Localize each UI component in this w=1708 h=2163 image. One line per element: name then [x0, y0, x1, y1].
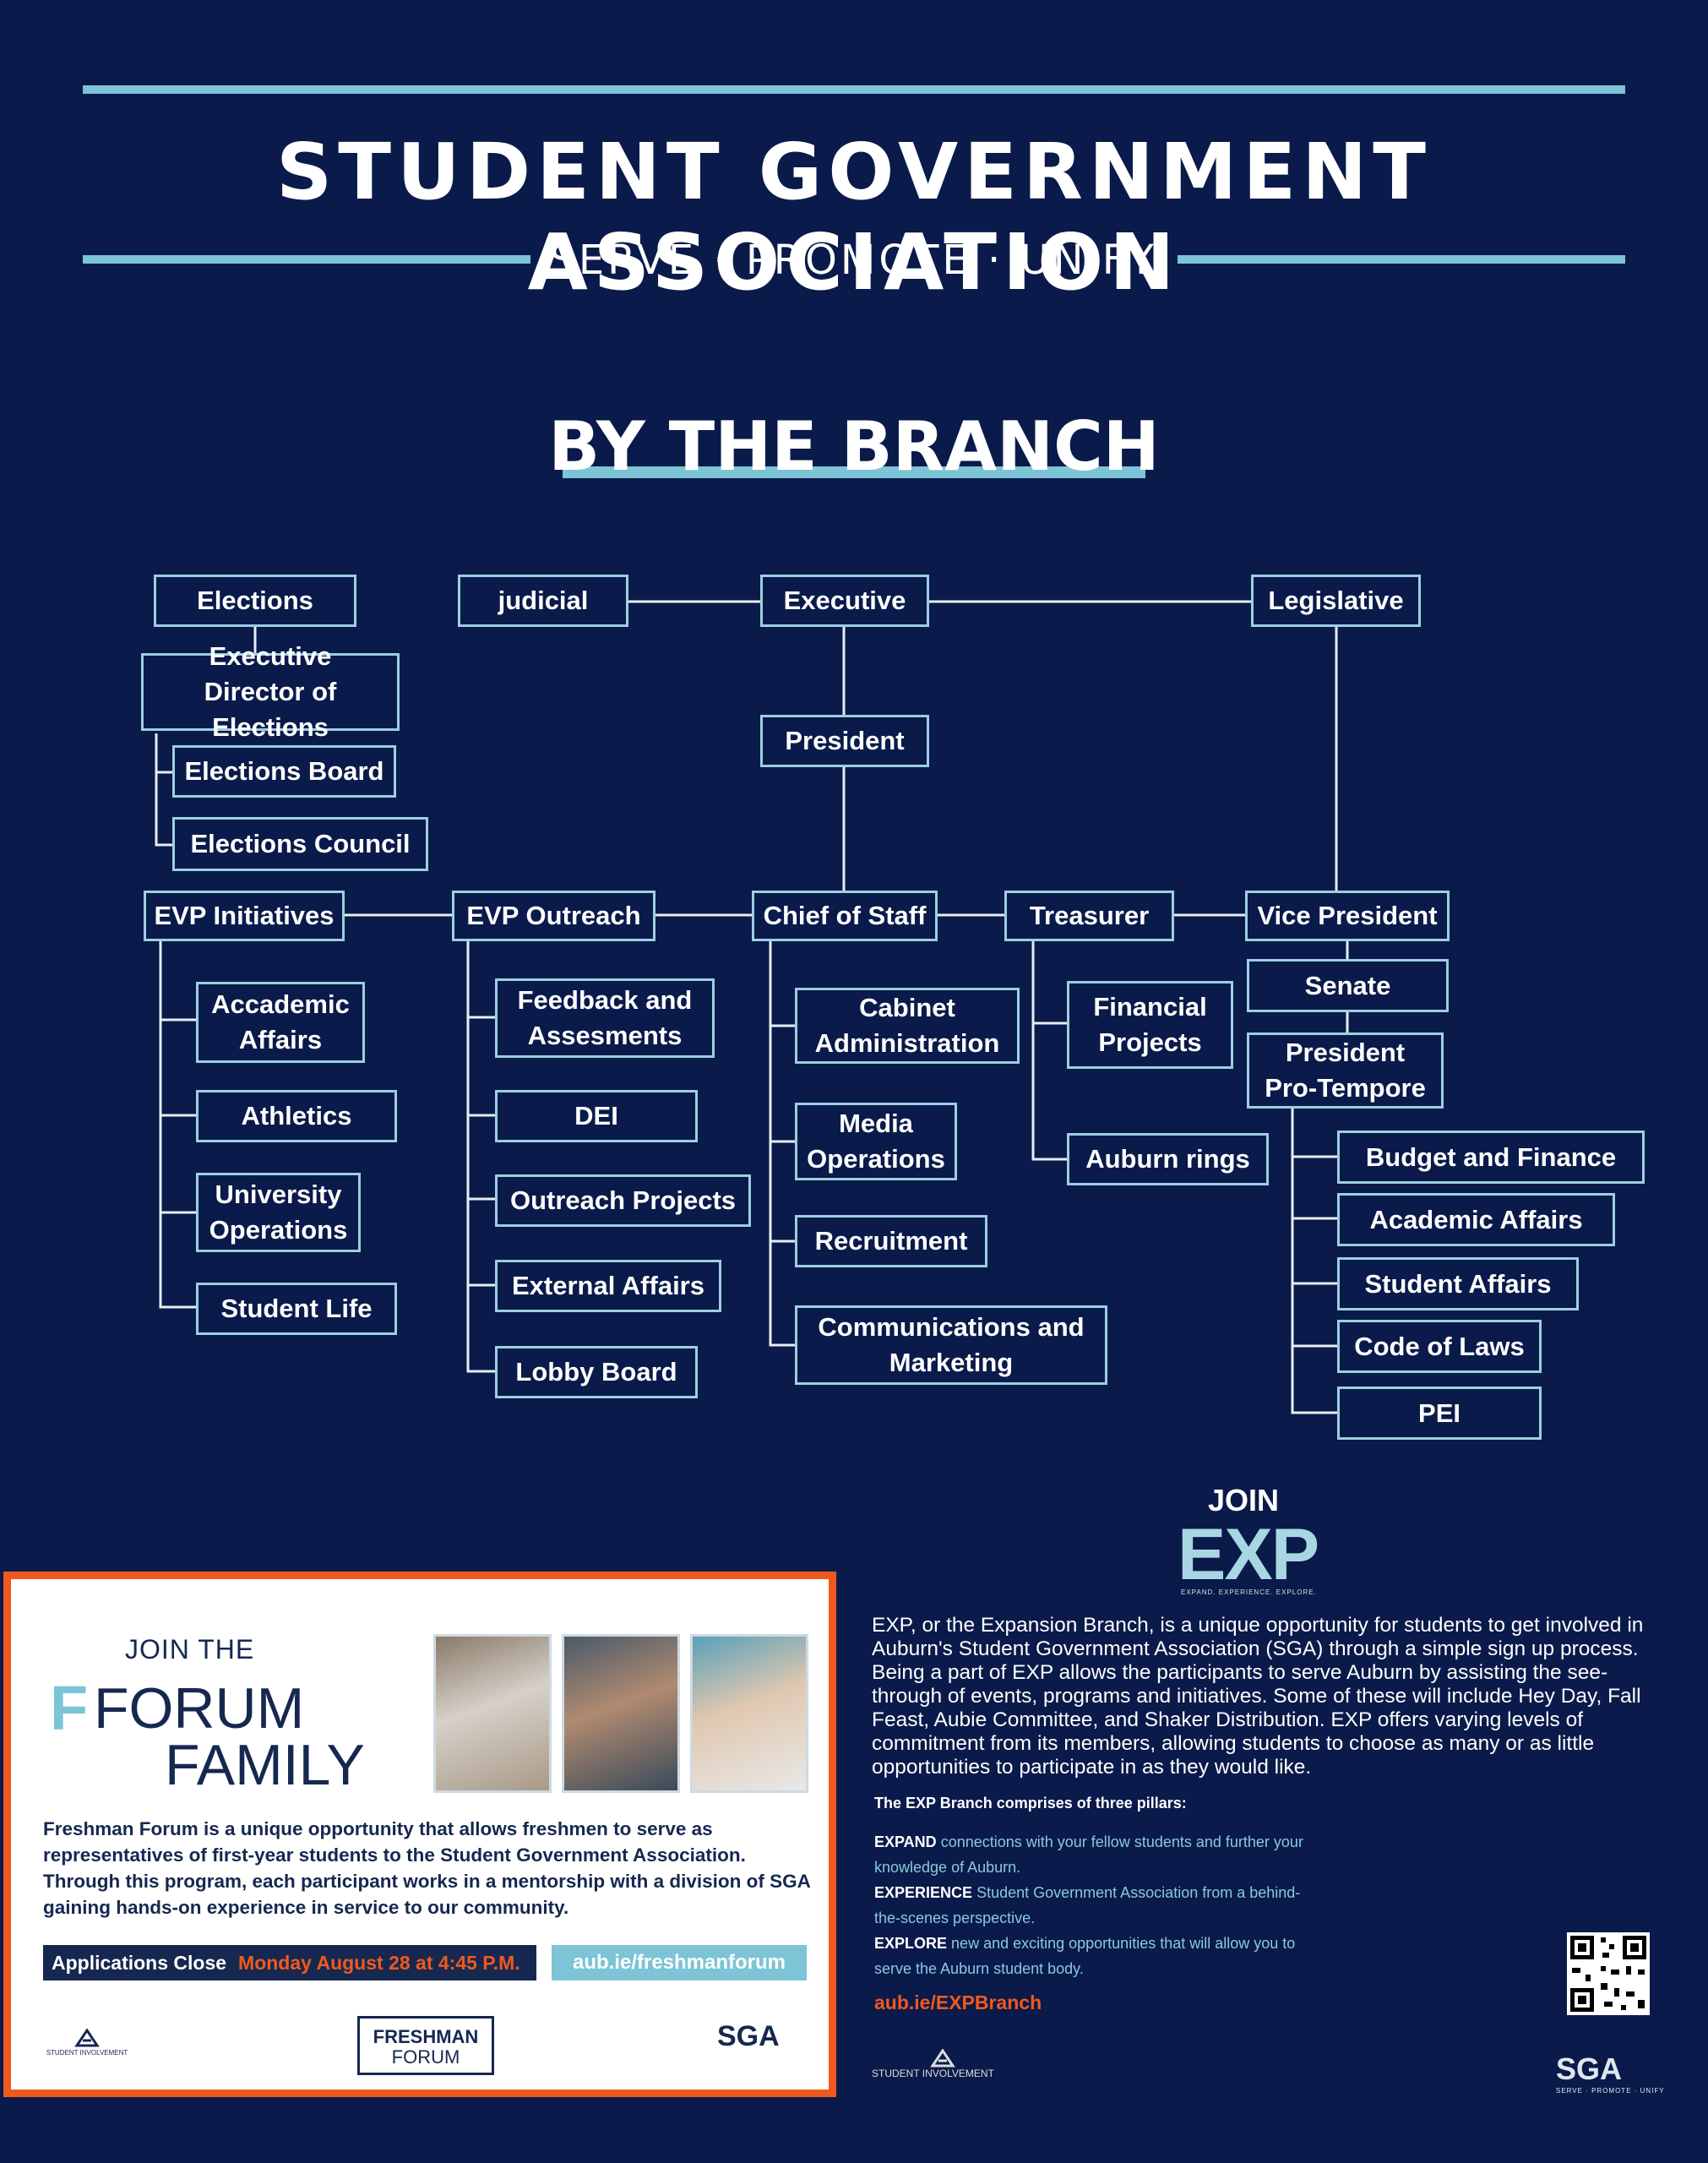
- student-involvement-label: STUDENT INVOLVEMENT: [46, 2049, 128, 2057]
- tagline-rule-left: [83, 255, 530, 264]
- org-chart-connectors: [155, 600, 1349, 1414]
- node-senate: Senate: [1247, 959, 1449, 1012]
- applications-date: Monday August 28 at 4:45 P.M.: [238, 1951, 520, 1974]
- sga-logo: SGA: [1556, 2051, 1623, 2086]
- forum-description: Freshman Forum is a unique opportunity t…: [43, 1818, 811, 1918]
- node-recruitment: Recruitment: [795, 1215, 987, 1267]
- forum-join-the: JOIN THE: [125, 1634, 255, 1664]
- forum-photo-2: [562, 1634, 680, 1793]
- student-involvement-label: STUDENT INVOLVEMENT: [872, 2068, 994, 2079]
- exp-logo-subtitle: EXPAND. EXPERIENCE. EXPLORE.: [1181, 1588, 1317, 1596]
- applications-close-banner: Applications Close Monday August 28 at 4…: [43, 1945, 536, 1980]
- heading-underline: [563, 466, 1145, 478]
- fm-logo-line2: FORUM: [391, 2046, 460, 2068]
- node-media-operations: Media Operations: [795, 1103, 957, 1180]
- top-rule: [83, 85, 1625, 94]
- forum-family-word: FAMILY: [165, 1733, 365, 1797]
- node-pei: PEI: [1337, 1387, 1542, 1440]
- exp-url-link[interactable]: aub.ie/EXPBranch: [874, 1991, 1042, 2013]
- node-elections: Elections: [154, 575, 356, 627]
- applications-label: Applications Close: [52, 1951, 227, 1974]
- node-lobby-board: Lobby Board: [495, 1346, 698, 1398]
- node-athletics: Athletics: [196, 1090, 397, 1142]
- node-financial-projects: Financial Projects: [1067, 981, 1233, 1069]
- node-legislative: Legislative: [1251, 575, 1421, 627]
- forum-url-link[interactable]: aub.ie/freshmanforum: [552, 1945, 807, 1980]
- sga-logo-subtitle: SERVE · PROMOTE · UNIFY: [1556, 2087, 1665, 2095]
- forum-word: FORUM: [94, 1676, 305, 1741]
- node-dei: DEI: [495, 1090, 698, 1142]
- pillar-text: new and exciting opportunities that will…: [874, 1935, 1296, 1977]
- node-code-of-laws: Code of Laws: [1337, 1320, 1542, 1373]
- tagline: SERVE · PROMOTE · UNIFY: [549, 237, 1157, 284]
- auburn-logo-icon: [930, 2049, 955, 2068]
- node-elections-board: Elections Board: [172, 745, 396, 798]
- node-external-affairs: External Affairs: [495, 1260, 721, 1312]
- qr-code-icon[interactable]: [1567, 1932, 1650, 2015]
- pillar-key: EXPLORE: [874, 1935, 948, 1952]
- node-university-operations: University Operations: [196, 1173, 361, 1252]
- pillar-key: EXPAND: [874, 1833, 937, 1850]
- node-evp-outreach: EVP Outreach: [452, 891, 655, 941]
- exp-pillar-explore: EXPLORE new and exciting opportunities t…: [874, 1931, 1314, 1981]
- freshman-forum-logo: FRESHMAN FORUM: [357, 2016, 494, 2075]
- student-involvement-logo: STUDENT INVOLVEMENT: [872, 2049, 1007, 2079]
- node-budget-and-finance: Budget and Finance: [1337, 1131, 1645, 1184]
- student-involvement-logo: STUDENT INVOLVEMENT: [45, 2028, 129, 2057]
- node-cabinet-administration: Cabinet Administration: [795, 988, 1020, 1064]
- forum-photo-3: [690, 1634, 808, 1793]
- node-president: President: [760, 715, 929, 767]
- node-judicial: judicial: [458, 575, 628, 627]
- exp-pillars-title: The EXP Branch comprises of three pillar…: [874, 1795, 1187, 1812]
- node-executive-director-of-elections: Executive Director of Elections: [141, 641, 400, 742]
- node-treasurer: Treasurer: [1004, 891, 1174, 941]
- auburn-logo-icon: [74, 2028, 100, 2047]
- node-outreach-projects: Outreach Projects: [495, 1174, 751, 1227]
- node-chief-of-staff: Chief of Staff: [752, 891, 938, 941]
- node-auburn-rings: Auburn rings: [1067, 1133, 1269, 1185]
- node-vice-president: Vice President: [1245, 891, 1450, 941]
- node-president-pro-tempore: President Pro-Tempore: [1247, 1032, 1444, 1109]
- pillar-text: connections with your fellow students an…: [874, 1833, 1303, 1876]
- forum-f-mark: F: [50, 1673, 89, 1743]
- node-accademic-affairs: Accademic Affairs: [196, 982, 365, 1063]
- node-elections-council: Elections Council: [172, 817, 428, 871]
- node-student-life: Student Life: [196, 1283, 397, 1335]
- freshman-forum-card: JOIN THE F FORUM FAMILY Freshman Forum i…: [3, 1572, 836, 2097]
- branch-heading: BY THE BRANCH: [548, 407, 1160, 486]
- exp-join: JOIN: [1208, 1483, 1280, 1517]
- node-feedback-and-assesments: Feedback and Assesments: [495, 978, 715, 1058]
- node-student-affairs: Student Affairs: [1337, 1257, 1579, 1310]
- page-title: STUDENT GOVERNMENT ASSOCIATION: [276, 127, 1432, 308]
- node-executive: Executive: [760, 575, 929, 627]
- fm-logo-line1: FRESHMAN: [373, 2026, 479, 2047]
- node-communications-and-marketing: Communications and Marketing: [795, 1305, 1107, 1385]
- exp-pillar-experience: EXPERIENCE Student Government Associatio…: [874, 1880, 1314, 1931]
- sga-logo: SGA: [717, 2020, 780, 2052]
- node-academic-affairs: Academic Affairs: [1337, 1193, 1615, 1246]
- node-evp-initiatives: EVP Initiatives: [144, 891, 345, 941]
- pillar-key: EXPERIENCE: [874, 1884, 973, 1901]
- pillar-text: Student Government Association from a be…: [874, 1884, 1301, 1926]
- exp-logo: EXP: [1178, 1514, 1319, 1595]
- tagline-rule-right: [1178, 255, 1625, 264]
- exp-description: EXP, or the Expansion Branch, is a uniqu…: [872, 1614, 1644, 1779]
- exp-pillar-expand: EXPAND connections with your fellow stud…: [874, 1829, 1314, 1880]
- forum-photo-1: [433, 1634, 552, 1793]
